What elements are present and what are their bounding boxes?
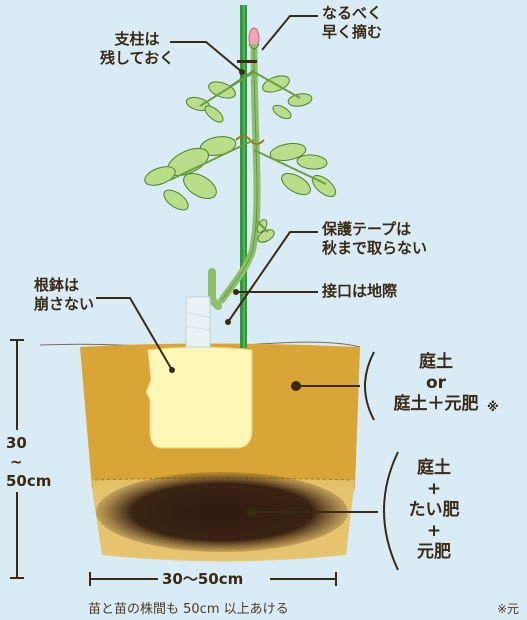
petioles <box>169 71 327 233</box>
leader-lines <box>96 15 318 371</box>
tie-middle <box>235 135 265 145</box>
label-graft: 接口は地際 <box>322 282 398 300</box>
label-tape: 保護テープは 秋まで取らない <box>322 220 428 257</box>
label-rootball: 根鉢は 崩さない <box>34 276 95 313</box>
label-stake: 支柱は 残しておく <box>100 30 175 67</box>
width-dimension <box>89 572 337 586</box>
lower-soil-marker <box>247 451 399 571</box>
rootstock-stem <box>208 268 222 310</box>
protective-tape <box>185 296 211 348</box>
label-upper-soil: 庭土 or 庭土＋元肥 <box>393 352 479 414</box>
upper-soil-marker <box>291 351 375 421</box>
tie-upper <box>237 60 257 63</box>
rootball <box>145 346 253 449</box>
compost-blob <box>96 472 348 552</box>
depth-dimension <box>10 339 24 579</box>
footnote: ※元 <box>497 602 520 616</box>
label-depth: 30 ~ 50cm <box>6 434 52 490</box>
label-upper-soil-mark: ※ <box>487 400 499 414</box>
label-lower-soil: 庭土 + たい肥 + 元肥 <box>408 458 460 562</box>
spacing-note: 苗と苗の株間も 50cm 以上あける <box>88 602 289 617</box>
label-width: 30〜50cm <box>162 570 244 588</box>
label-bud: なるべく 早く摘む <box>322 4 383 41</box>
flower-bud <box>248 27 260 50</box>
